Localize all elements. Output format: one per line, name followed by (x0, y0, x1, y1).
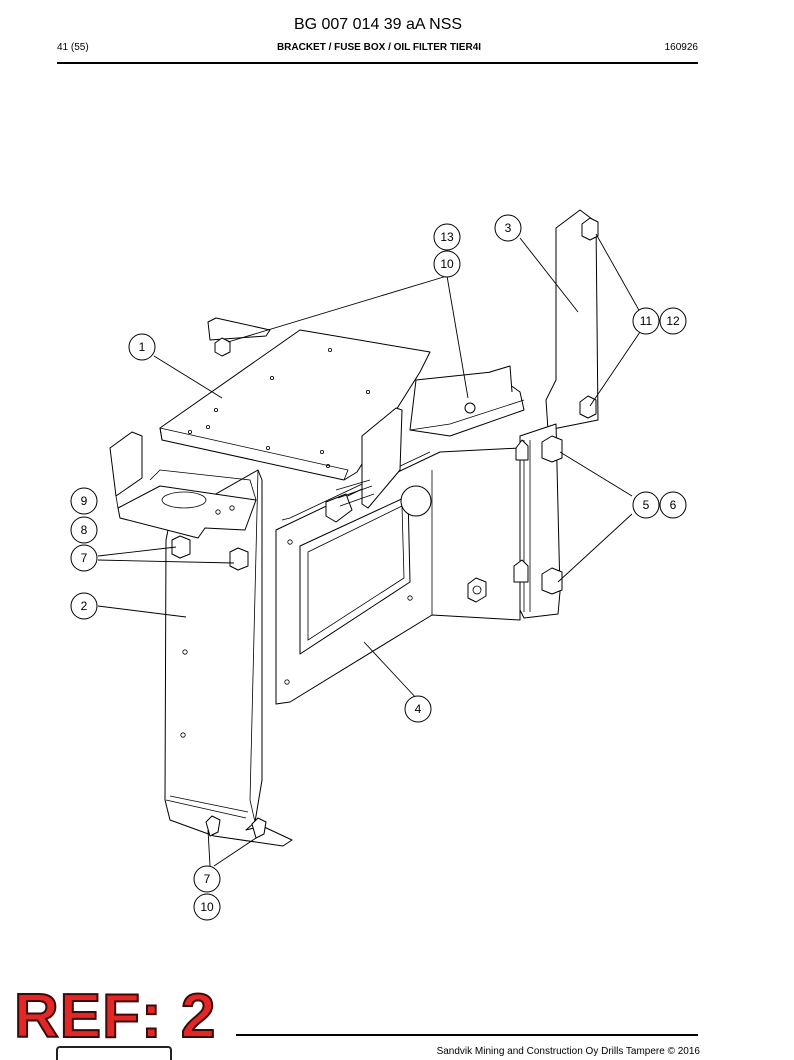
part-clamp-bracket (109, 431, 257, 539)
part-spring-clamp (325, 407, 432, 523)
svg-text:8: 8 (81, 523, 88, 537)
drawing-subtitle: BRACKET / FUSE BOX / OIL FILTER TIER4I (276, 42, 482, 53)
bolt-top-left (214, 337, 231, 357)
callout-5: 5 (632, 491, 660, 519)
svg-text:2: 2 (81, 599, 88, 613)
callout-9: 9 (70, 487, 98, 515)
svg-text:6: 6 (670, 498, 677, 512)
document-title: BG 007 014 39 aA NSS (293, 16, 463, 33)
svg-text:5: 5 (643, 498, 650, 512)
callout-10-upper: 10 (433, 250, 461, 278)
svg-text:3: 3 (505, 221, 512, 235)
callout-13: 13 (433, 223, 461, 251)
svg-text:7: 7 (204, 872, 211, 886)
callout-10-lower: 10 (193, 893, 221, 921)
bolts-right-bracket (541, 217, 599, 595)
callout-3: 3 (494, 214, 522, 242)
svg-text:13: 13 (440, 230, 454, 244)
callout-12: 12 (659, 307, 687, 335)
svg-text:11: 11 (640, 314, 653, 328)
callout-7-upper: 7 (70, 544, 98, 572)
part-vertical-bracket (164, 469, 293, 847)
callout-1: 1 (128, 333, 156, 361)
header-divider (57, 62, 698, 64)
part-fuse-box-plate (275, 447, 521, 705)
copyright-text: Sandvik Mining and Construction Oy Drill… (436, 1046, 700, 1057)
footer-divider (236, 1034, 698, 1036)
page-number: 41 (55) (57, 42, 89, 53)
callout-4: 4 (404, 695, 432, 723)
nuts-left (171, 535, 267, 839)
reference-stamp: REF: 2 (13, 982, 217, 1051)
svg-text:1: 1 (139, 340, 146, 354)
callout-2: 2 (70, 592, 98, 620)
svg-text:7: 7 (81, 551, 88, 565)
svg-text:4: 4 (415, 702, 422, 716)
callout-7-lower: 7 (193, 865, 221, 893)
svg-text:10: 10 (200, 900, 214, 914)
leader-lines (97, 233, 641, 867)
document-date: 160926 (664, 42, 698, 53)
callout-6: 6 (659, 491, 687, 519)
svg-text:9: 9 (81, 494, 88, 508)
callout-8: 8 (70, 516, 98, 544)
svg-text:12: 12 (666, 314, 680, 328)
callout-11: 11 (632, 307, 660, 335)
bolt-plate-center (467, 577, 487, 603)
svg-text:10: 10 (440, 257, 454, 271)
part-rear-rail (409, 365, 525, 437)
